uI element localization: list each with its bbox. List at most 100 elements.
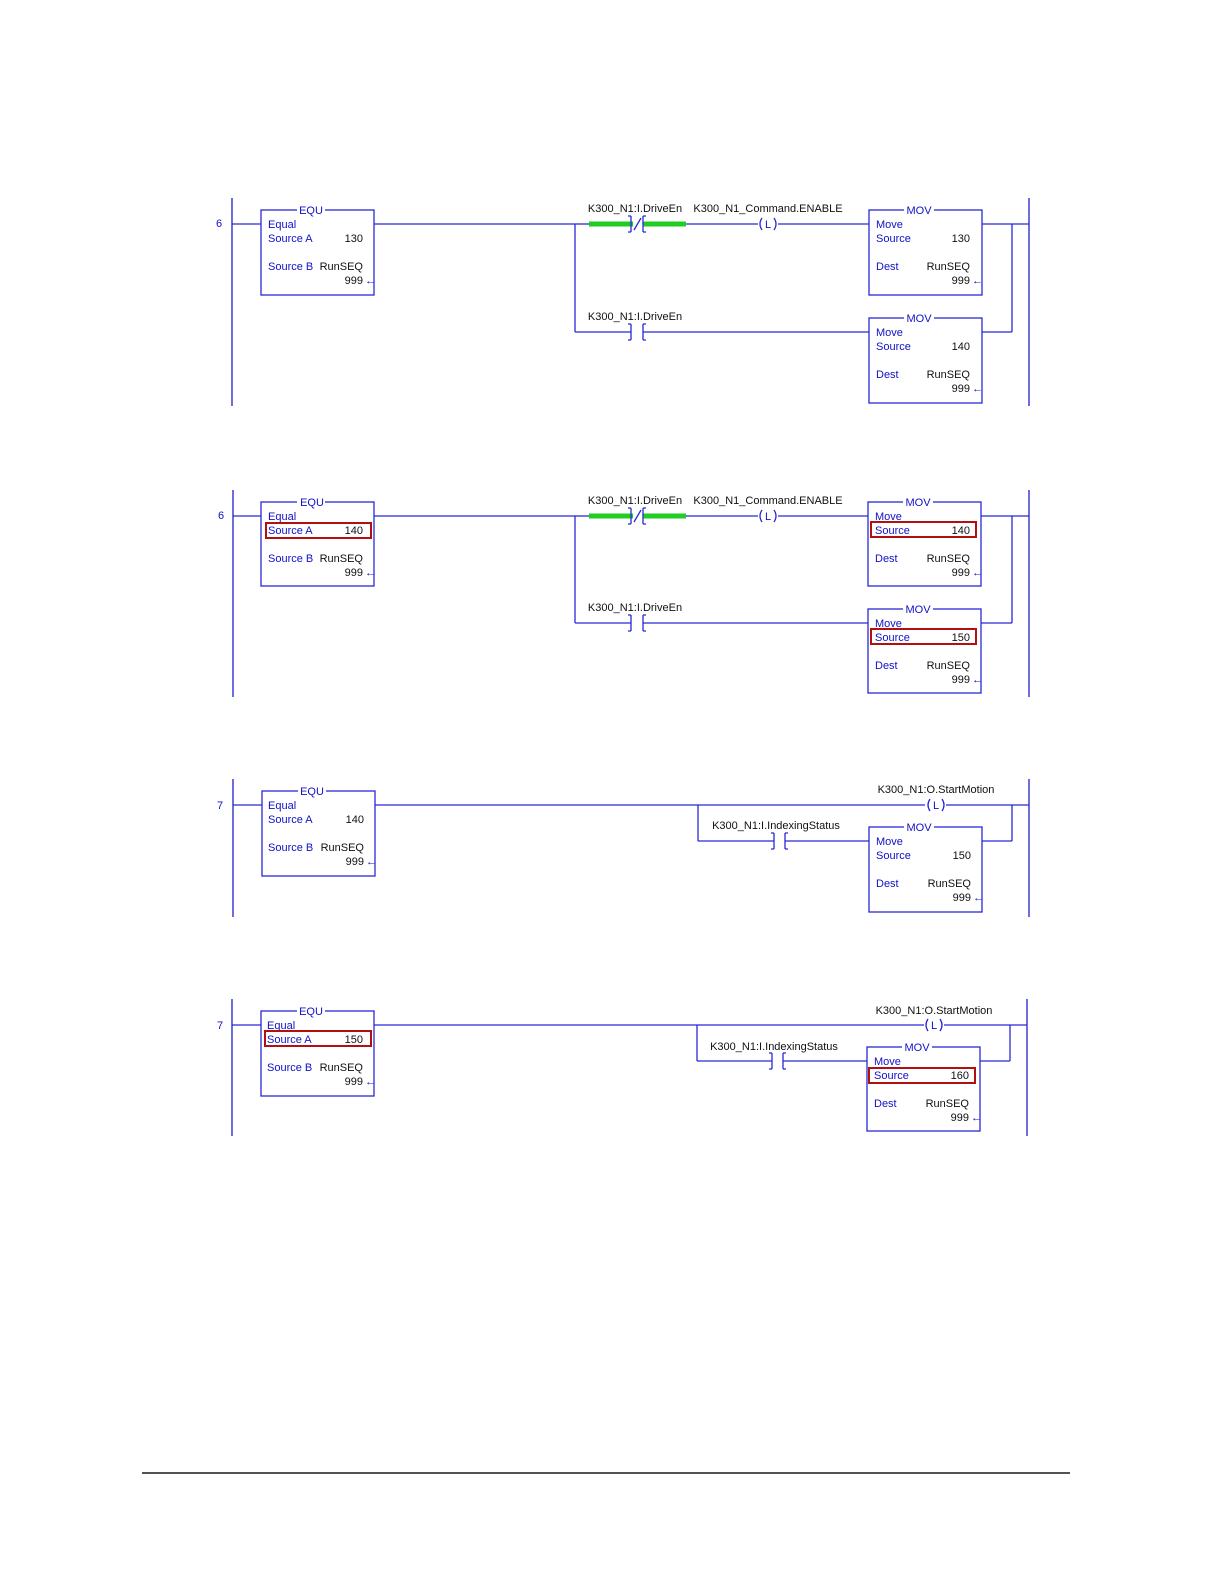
latch-coil[interactable]: L [927,798,945,812]
mov-dest-tag[interactable]: RunSEQ [927,553,971,565]
rung-6-before: 6 EQU Equal Source A 130 Source B RunSEQ… [216,198,1030,406]
mov-source-label: Source [874,1070,909,1082]
equ-instruction[interactable]: EQU Equal Source A 150 Source B RunSEQ 9… [260,1006,376,1097]
mov-dest-value: 999 [953,892,971,904]
coil-tag[interactable]: K300_N1:O.StartMotion [876,1005,993,1017]
changed-value-highlight [264,1030,372,1047]
changed-value-highlight [868,1067,976,1084]
mov-dest-tag[interactable]: RunSEQ [926,1098,970,1110]
mov-instruction[interactable]: MOV Move Source 150 Dest RunSEQ 999 ← [868,822,984,913]
equ-instruction[interactable]: EQU Equal Source A 140 Source B RunSEQ 9… [261,786,377,877]
mov-dest-label: Dest [876,369,899,381]
mov-instruction[interactable]: MOV Move Source 160 Dest RunSEQ 999 ← [866,1042,982,1132]
equ-source-b-tag[interactable]: RunSEQ [320,1062,364,1074]
rung-number: 6 [216,218,222,230]
contact-tag[interactable]: K300_N1:I.DriveEn [588,203,682,215]
contact-tag[interactable]: K300_N1:I.DriveEn [588,495,682,507]
equ-source-b-value: 999 [346,856,364,868]
coil-tag[interactable]: K300_N1:O.StartMotion [878,784,995,796]
mov-source-value[interactable]: 140 [952,341,970,353]
mov-source-value[interactable]: 130 [952,233,970,245]
contact-tag[interactable]: K300_N1:I.DriveEn [588,311,682,323]
coil-symbol: L [931,1020,937,1032]
equ-title: EQU [300,786,324,798]
mov-dest-value: 999 [952,383,970,395]
left-arrow-icon: ← [972,567,983,579]
equ-source-b-tag[interactable]: RunSEQ [320,261,364,273]
equ-source-a-value[interactable]: 130 [345,233,363,245]
mov-name: Move [876,327,903,339]
equ-source-b-label: Source B [268,261,313,273]
equ-name: Equal [268,800,296,812]
mov-dest-label: Dest [876,261,899,273]
mov-source-value[interactable]: 140 [952,525,970,537]
mov-instruction[interactable]: MOV Move Source 140 Dest RunSEQ 999 ← [867,497,983,587]
equ-source-a-value[interactable]: 140 [345,525,363,537]
equ-instruction[interactable]: EQU Equal Source A 130 Source B RunSEQ 9… [260,205,376,296]
equ-source-a-value[interactable]: 140 [346,814,364,826]
equ-name: Equal [268,219,296,231]
xio-contact[interactable] [628,215,646,233]
left-arrow-icon: ← [972,383,983,395]
equ-name: Equal [267,1020,295,1032]
rung-number: 7 [217,800,223,812]
xio-contact[interactable] [628,507,646,525]
mov-instruction[interactable]: MOV Move Source 140 Dest RunSEQ 999 ← [868,313,983,404]
equ-source-a-label: Source A [268,525,313,537]
equ-source-a-label: Source A [268,233,313,245]
mov-title: MOV [905,497,931,509]
left-arrow-icon: ← [366,856,377,868]
equ-source-b-label: Source B [268,842,313,854]
mov-name: Move [874,1056,901,1068]
mov-dest-tag[interactable]: RunSEQ [927,261,971,273]
left-arrow-icon: ← [972,275,983,287]
equ-source-a-label: Source A [268,814,313,826]
left-arrow-icon: ← [365,1076,376,1088]
latch-coil[interactable]: L [759,509,777,523]
mov-source-value[interactable]: 150 [953,850,971,862]
contact-tag[interactable]: K300_N1:I.IndexingStatus [712,820,840,832]
equ-instruction[interactable]: EQU Equal Source A 140 Source B RunSEQ 9… [260,497,376,587]
mov-instruction[interactable]: MOV Move Source 130 Dest RunSEQ 999 ← [868,205,983,296]
left-arrow-icon: ← [365,567,376,579]
coil-tag[interactable]: K300_N1_Command.ENABLE [693,203,842,215]
equ-source-a-value[interactable]: 150 [345,1034,363,1046]
rung-7-before: 7 EQU Equal Source A 140 Source B RunSEQ… [217,779,1030,917]
mov-dest-tag[interactable]: RunSEQ [927,369,971,381]
mov-title: MOV [905,604,931,616]
coil-tag[interactable]: K300_N1_Command.ENABLE [693,495,842,507]
mov-dest-label: Dest [874,1098,897,1110]
mov-dest-value: 999 [952,567,970,579]
mov-source-value[interactable]: 150 [952,632,970,644]
contact-tag[interactable]: K300_N1:I.IndexingStatus [710,1041,838,1053]
mov-source-label: Source [876,850,911,862]
equ-source-b-value: 999 [345,275,363,287]
latch-coil[interactable]: L [925,1018,943,1032]
equ-source-b-tag[interactable]: RunSEQ [321,842,365,854]
equ-source-a-label: Source A [267,1034,312,1046]
slash-icon [633,217,642,231]
mov-name: Move [876,219,903,231]
rung-7-after: 7 EQU Equal Source A 150 Source B RunSEQ… [217,999,1028,1136]
mov-dest-tag[interactable]: RunSEQ [927,660,971,672]
mov-source-value[interactable]: 160 [951,1070,969,1082]
mov-name: Move [875,618,902,630]
mov-source-label: Source [875,632,910,644]
equ-source-b-label: Source B [267,1062,312,1074]
mov-instruction[interactable]: MOV Move Source 150 Dest RunSEQ 999 ← [867,604,983,694]
slash-icon [633,509,642,523]
equ-source-b-tag[interactable]: RunSEQ [320,553,364,565]
mov-dest-label: Dest [875,553,898,565]
mov-source-label: Source [876,233,911,245]
equ-name: Equal [268,511,296,523]
latch-coil[interactable]: L [759,217,777,231]
mov-dest-tag[interactable]: RunSEQ [928,878,972,890]
mov-dest-value: 999 [951,1112,969,1124]
mov-title: MOV [906,313,932,325]
contact-tag[interactable]: K300_N1:I.DriveEn [588,602,682,614]
changed-value-highlight [870,628,977,645]
left-arrow-icon: ← [365,275,376,287]
mov-title: MOV [906,822,932,834]
changed-value-highlight [265,522,372,539]
